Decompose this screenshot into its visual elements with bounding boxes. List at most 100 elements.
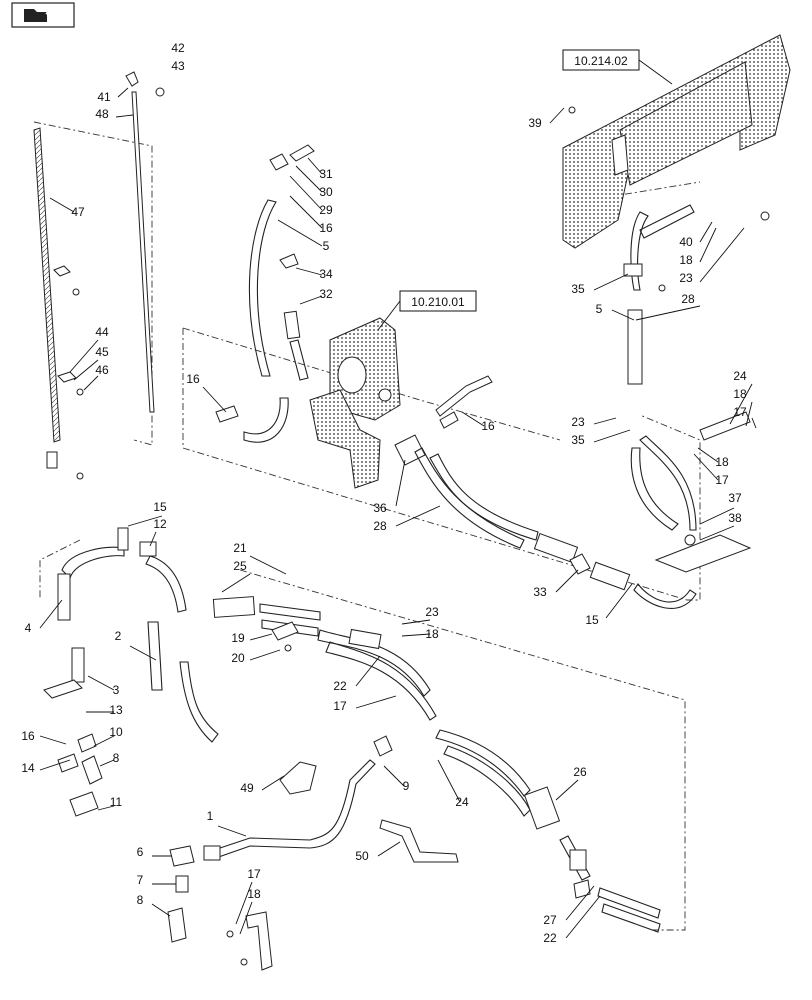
callout-number: 3: [113, 683, 120, 697]
leader-line: [565, 895, 601, 939]
leader-line: [295, 165, 323, 193]
ref-box-10-214-02[interactable]: 10.214.02: [562, 49, 673, 85]
callout-number: 42: [171, 41, 185, 55]
callout-5: 5: [277, 219, 330, 253]
frame-lower: [39, 539, 81, 600]
ref-label-10-210-01: 10.210.01: [411, 295, 465, 309]
oil-cooler-assembly: [562, 34, 791, 292]
callout-number: 48: [95, 107, 109, 121]
callout-number: 35: [571, 433, 585, 447]
callout-23: 23: [401, 605, 439, 625]
leader-line: [593, 273, 629, 291]
callout-8: 8: [99, 751, 120, 767]
callout-number: 24: [455, 795, 469, 809]
callout-33: 33: [533, 569, 579, 599]
leader-line: [235, 881, 253, 925]
callout-16: 16: [461, 411, 495, 433]
callout-number: 21: [233, 541, 247, 555]
leader-line: [395, 459, 406, 507]
callout-1: 1: [207, 809, 247, 837]
callout-18: 18: [679, 227, 717, 267]
callout-17: 17: [235, 867, 261, 925]
callout-number: 20: [231, 651, 245, 665]
callout-number: 8: [137, 893, 144, 907]
leader-line: [729, 383, 753, 425]
callout-45: 45: [73, 345, 109, 381]
leader-line: [699, 227, 717, 263]
leader-line: [437, 759, 461, 803]
callout-number: 23: [679, 271, 693, 285]
callout-number: 14: [21, 761, 35, 775]
callout-27: 27: [543, 885, 595, 927]
leader-line: [261, 775, 285, 791]
leader-line: [383, 765, 405, 787]
leader-line: [355, 695, 397, 709]
leader-line: [699, 525, 735, 541]
leader-line: [202, 386, 227, 413]
callout-number: 18: [425, 627, 439, 641]
callout-number: 24: [733, 369, 747, 383]
callout-22: 22: [543, 895, 601, 945]
callout-18: 18: [401, 627, 439, 641]
leader-line: [127, 515, 163, 527]
callout-number: 40: [679, 235, 693, 249]
callout-number: 18: [247, 887, 261, 901]
clip-parts: [53, 265, 84, 396]
callout-number: 18: [733, 387, 747, 401]
callout-47: 47: [49, 197, 85, 219]
leader-line: [217, 825, 247, 837]
callout-number: 15: [153, 500, 167, 514]
callout-number: 6: [137, 845, 144, 859]
callout-number: 8: [113, 751, 120, 765]
leader-line: [289, 175, 323, 211]
callout-18: 18: [733, 387, 753, 427]
callout-number: 32: [319, 287, 333, 301]
leader-line: [249, 649, 281, 661]
leader-line: [249, 555, 287, 575]
leader-line: [555, 779, 579, 801]
valve-block-assembly: [309, 317, 401, 489]
folder-arrow-icon[interactable]: [11, 2, 75, 28]
leader-line: [93, 735, 115, 747]
callout-number: 41: [97, 90, 111, 104]
ref-label-10-214-02: 10.214.02: [574, 54, 628, 68]
callout-48: 48: [95, 107, 134, 121]
callout-23: 23: [571, 415, 617, 429]
callout-number: 22: [543, 931, 557, 945]
leader-line: [289, 195, 323, 229]
ref-box-10-210-01[interactable]: 10.210.01: [377, 290, 477, 331]
callout-12: 12: [149, 517, 167, 547]
leader-line: [277, 219, 323, 247]
rod: [125, 71, 165, 413]
callout-number: 29: [319, 203, 333, 217]
callout-37: 37: [699, 491, 742, 525]
callout-3: 3: [87, 675, 120, 697]
leader-line: [39, 759, 71, 771]
callout-38: 38: [699, 511, 742, 541]
callout-number: 35: [571, 282, 585, 296]
callout-number: 25: [233, 559, 247, 573]
leader-line: [299, 295, 323, 305]
leader-line: [699, 227, 745, 283]
callout-8: 8: [137, 893, 171, 917]
callout-34: 34: [295, 267, 333, 281]
leader-line: [693, 453, 719, 481]
leader-line: [593, 417, 617, 425]
leader-line: [555, 569, 579, 593]
callout-16: 16: [21, 729, 67, 745]
callout-20: 20: [231, 649, 281, 665]
callout-21: 21: [233, 541, 287, 575]
leader-line: [151, 903, 171, 917]
callout-17: 17: [333, 695, 397, 713]
callout-46: 46: [83, 363, 109, 391]
leader-line: [39, 735, 67, 745]
callout-number: 44: [95, 325, 109, 339]
callout-42: 42: [171, 41, 185, 55]
callout-number: 11: [110, 795, 123, 809]
callout-32: 32: [299, 287, 333, 305]
callout-39: 39: [528, 107, 565, 130]
callout-18: 18: [697, 447, 729, 469]
hose-upper: [215, 144, 493, 443]
callout-number: 16: [186, 372, 200, 386]
